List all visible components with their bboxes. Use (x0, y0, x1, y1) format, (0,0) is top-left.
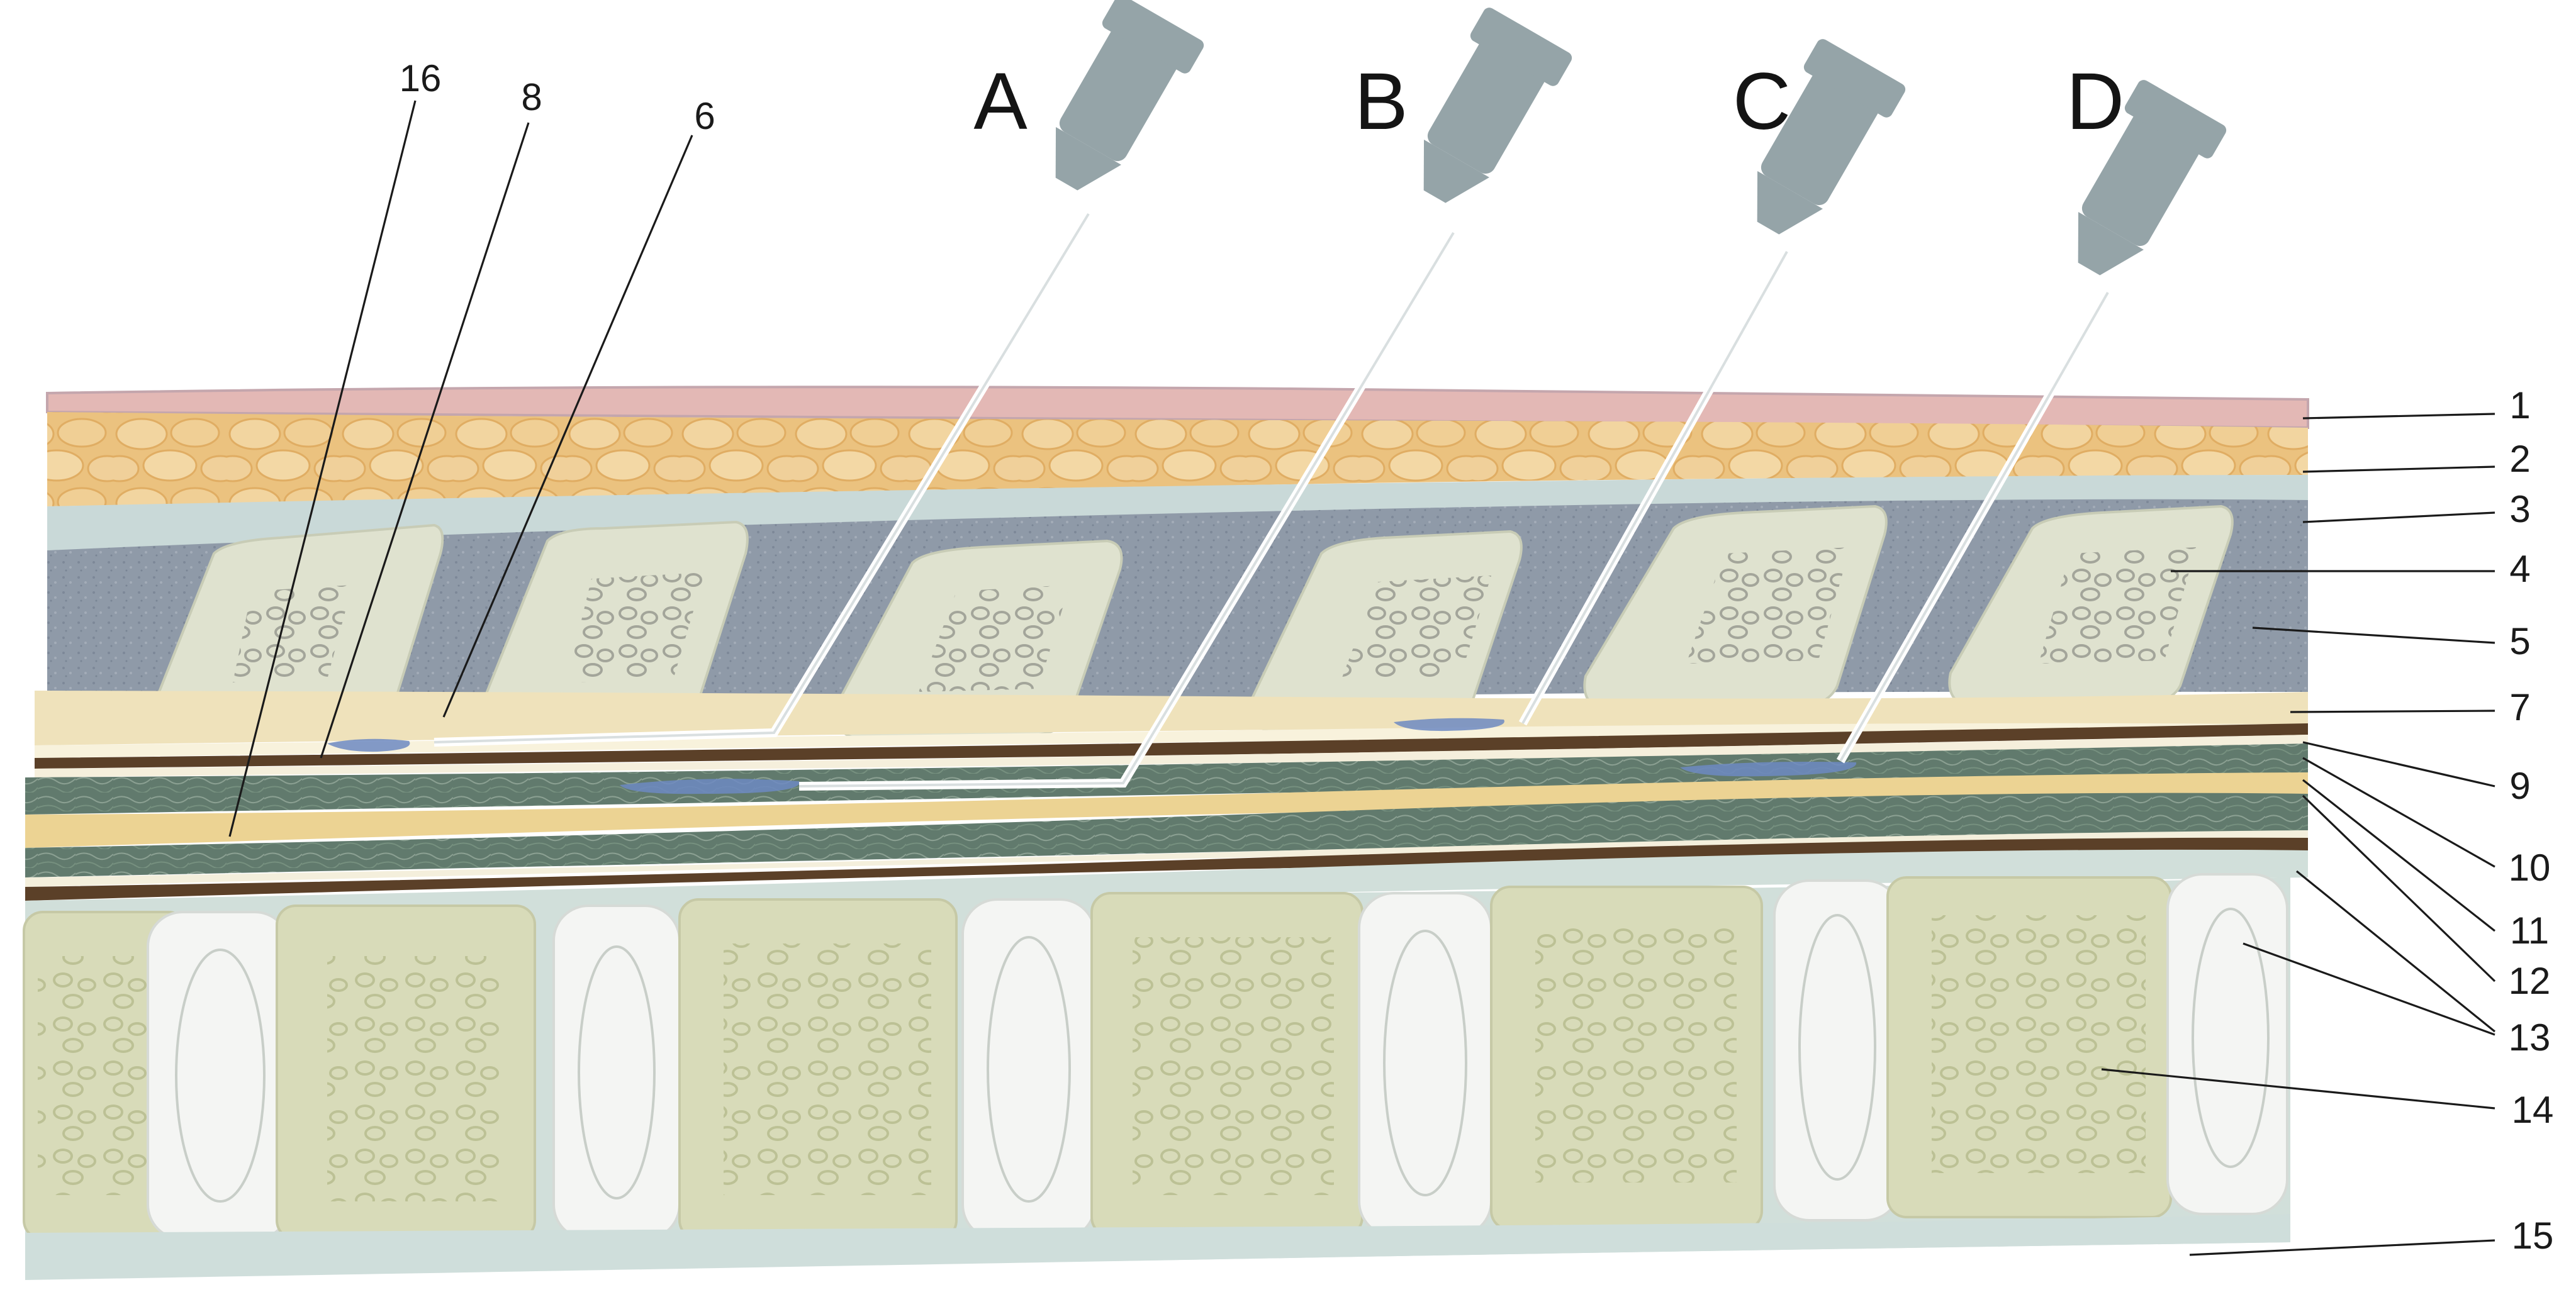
anterior-dura-line (25, 830, 2308, 901)
needle-b (798, 8, 1572, 791)
label-16: 16 (400, 57, 442, 99)
intervertebral-disc (1358, 892, 1492, 1237)
needle-hub-a (1055, 0, 1204, 191)
needle-hub-c (1757, 39, 1906, 235)
label-5: 5 (2509, 620, 2530, 662)
needle-c (1518, 39, 1906, 726)
ligamentum-flavum-layer (35, 691, 2308, 745)
epidural-space-layer (35, 723, 2308, 758)
injectate-b (620, 779, 800, 794)
injectate-deposits (327, 718, 1857, 794)
subcutaneous-fat-layer (47, 412, 2308, 506)
label-13: 13 (2509, 1016, 2551, 1059)
dura-mater-line (35, 723, 2308, 769)
needle-d (1836, 80, 2227, 764)
label-4: 4 (2509, 548, 2530, 590)
intervertebral-disc (1773, 879, 1901, 1222)
intervertebral-disc (552, 905, 681, 1240)
fascia-layer (47, 475, 2308, 550)
needle-label-b: B (1354, 57, 1408, 147)
anterior-longitudinal-ligament (25, 1214, 2290, 1280)
needle-label-d: D (2066, 57, 2124, 147)
needle-hub-b (1423, 8, 1572, 203)
needle-a (434, 0, 1204, 747)
vertebral-column (23, 873, 2290, 1280)
injectate-a (327, 738, 410, 752)
needle-label-a: A (973, 57, 1028, 147)
label-15: 15 (2512, 1215, 2554, 1257)
label-3: 3 (2509, 488, 2530, 530)
label-2: 2 (2509, 438, 2530, 480)
injectate-d (1680, 762, 1857, 777)
label-14: 14 (2512, 1089, 2554, 1131)
label-8: 8 (521, 76, 542, 118)
needle-hub-d (2078, 80, 2227, 276)
label-6: 6 (694, 95, 715, 137)
injectate-c (1394, 718, 1504, 732)
posterior-longitudinal-ligament (25, 849, 2308, 915)
label-10: 10 (2509, 847, 2551, 889)
label-7: 7 (2509, 686, 2530, 728)
cauda-equina-layer (25, 793, 2308, 877)
needle-label-c: C (1733, 57, 1791, 147)
label-9: 9 (2509, 765, 2530, 807)
subarachnoid-csf-layer (25, 772, 2308, 848)
intervertebral-disc (961, 898, 1096, 1240)
leader-lines (228, 100, 2496, 1256)
structure-labels: 1 2 3 4 5 6 7 8 9 10 11 12 13 14 15 16 (400, 57, 2554, 1257)
label-11: 11 (2510, 910, 2549, 952)
arachnoid-layer (25, 743, 2308, 815)
subdural-space-layer (35, 735, 2308, 777)
intervertebral-disc (147, 911, 291, 1240)
label-1: 1 (2509, 384, 2530, 426)
label-12: 12 (2509, 960, 2551, 1002)
